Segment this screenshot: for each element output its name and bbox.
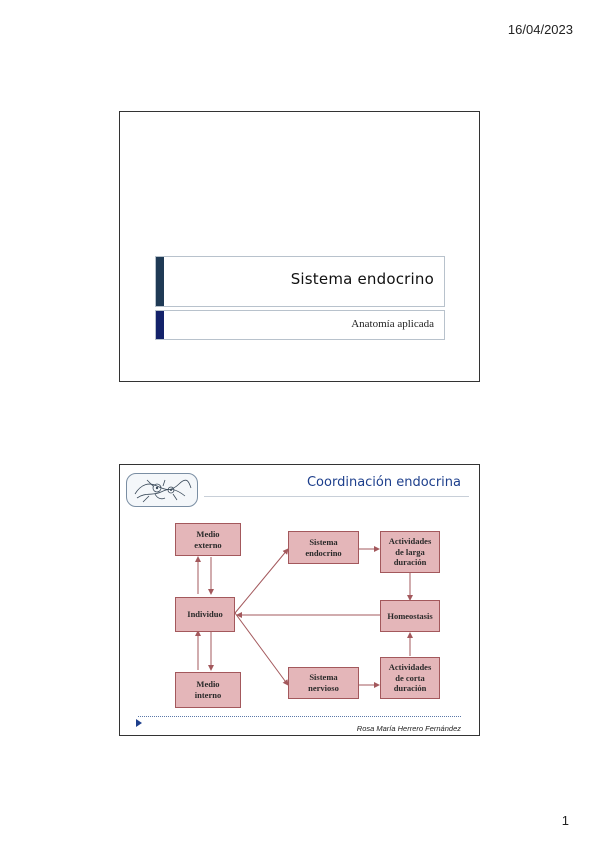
arrow-individuo-to-nervioso	[234, 612, 289, 686]
print-date: 16/04/2023	[507, 22, 573, 37]
slide-title: Sistema endocrino Anatomía aplicada	[119, 111, 480, 382]
subtitle-accent-bar	[156, 311, 164, 339]
node-medio-interno: Medio interno	[175, 672, 241, 708]
subtitle-box: Anatomía aplicada	[155, 310, 445, 340]
title-box: Sistema endocrino	[155, 256, 445, 307]
diagram-connectors	[195, 546, 413, 688]
node-actividades-corta: Actividades de corta duración	[380, 657, 440, 699]
node-homeostasis: Homeostasis	[380, 600, 440, 632]
node-sistema-endocrino: Sistema endocrino	[288, 531, 359, 564]
anatomy-illustration-icon	[126, 473, 198, 507]
slide-title-text: Sistema endocrino	[290, 270, 434, 288]
arrow-individuo-to-endocrino	[234, 548, 289, 614]
slide-heading: Coordinación endocrina	[306, 475, 461, 490]
footer-author: Rosa María Herrero Fernández	[356, 724, 461, 733]
footer-arrow-icon	[136, 719, 142, 727]
page-number: 1	[561, 813, 569, 828]
node-sistema-nervioso: Sistema nervioso	[288, 667, 359, 699]
slide-subtitle-text: Anatomía aplicada	[351, 318, 434, 330]
heading-rule	[204, 496, 469, 497]
node-medio-externo: Medio externo	[175, 523, 241, 556]
node-individuo: Individuo	[175, 597, 235, 632]
footer-rule	[138, 716, 461, 717]
slide-coordination: Coordinación endocrina Me	[119, 464, 480, 736]
node-actividades-larga: Actividades de larga duración	[380, 531, 440, 573]
title-accent-bar	[156, 257, 164, 306]
